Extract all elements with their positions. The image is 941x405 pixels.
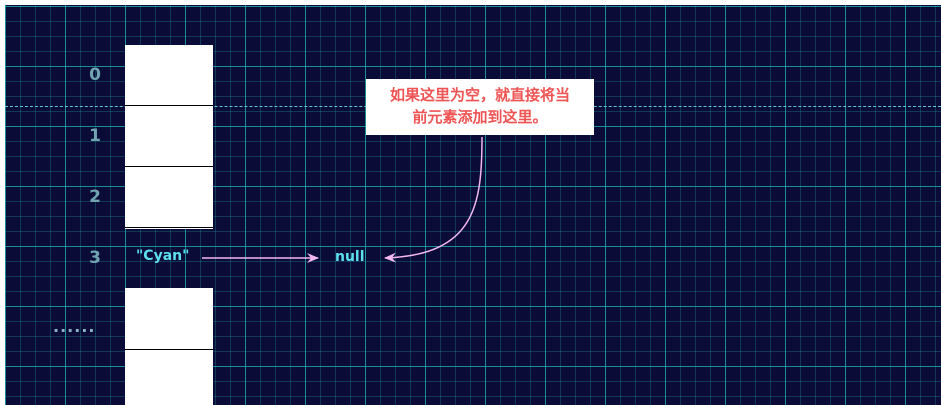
annotation-line-2: 前元素添加到这里。 [412, 108, 548, 126]
cell-3-top-edge [125, 228, 213, 229]
cell-3-bottom-edge [125, 288, 213, 289]
slot-3-value: "Cyan" [136, 248, 190, 264]
index-label-0: 0 [89, 65, 101, 85]
annotation-arrow [384, 136, 483, 263]
array-cell-2 [125, 167, 213, 228]
index-label-3: 3 [89, 248, 101, 268]
array-cell-5 [125, 350, 213, 405]
index-label-2: 2 [89, 187, 101, 207]
annotation-line-1: 如果这里为空，就直接将当 [389, 86, 570, 104]
arrows-layer [202, 136, 483, 263]
array-cell-4 [125, 289, 213, 350]
array-cell-1 [125, 106, 213, 167]
index-label-1: 1 [89, 126, 101, 146]
annotation-note: 如果这里为空，就直接将当 前元素添加到这里。 [366, 79, 594, 135]
array-cell-0 [125, 45, 213, 106]
diagram-canvas: 0 1 2 3 ...... "Cyan" null 如果这里为空，就直接将当 … [5, 5, 941, 405]
null-label: null [335, 249, 365, 265]
ellipsis-label: ...... [53, 317, 96, 336]
